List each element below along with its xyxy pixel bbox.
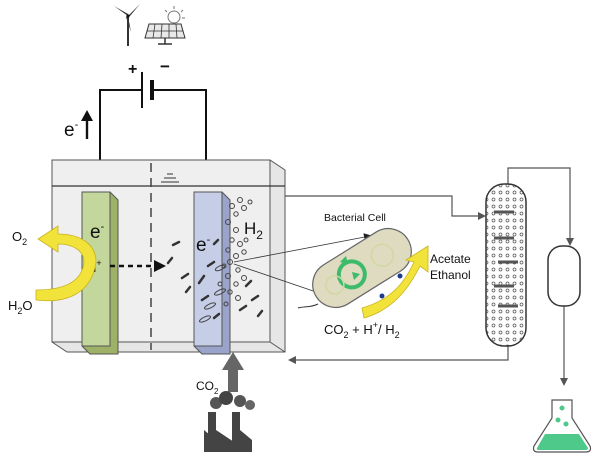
water-label: H2O: [8, 298, 33, 316]
proton-transfer-arrow: [110, 260, 166, 272]
distillation-column: [485, 183, 527, 347]
co2-label: CO2: [196, 379, 219, 396]
hydrogen-label: H2: [244, 219, 263, 242]
electron-flow-label: e-: [64, 119, 79, 141]
process-flow-lines: [285, 167, 574, 386]
negative-terminal: −: [160, 57, 170, 76]
factory-icon: [204, 391, 255, 452]
anode-electron-label: e-: [90, 221, 105, 243]
hydrogen-bubbles: [217, 197, 253, 307]
electron-flow-arrow: [81, 110, 93, 139]
zoom-lines: [233, 233, 372, 296]
co2-input-arrow: [222, 352, 244, 392]
oxygen-label: O2: [12, 229, 27, 247]
flask-icon: [532, 399, 592, 453]
ethanol-label: Ethanol: [430, 268, 471, 282]
water-oxidation-arrow: [35, 225, 97, 302]
power-circuit: [99, 72, 211, 198]
cathode-electron-label: e-: [196, 234, 211, 256]
reaction-label: CO2 + H+/ H2: [324, 320, 400, 340]
positive-terminal: +: [128, 61, 137, 78]
bacteria-particles: [166, 238, 264, 323]
wind-turbine-icon: [114, 4, 140, 46]
cathode-electrode: [193, 191, 231, 355]
solar-panel-icon: [144, 6, 186, 45]
condenser-vessel: [547, 245, 581, 307]
product-arrow: [361, 245, 429, 319]
acetate-label: Acetate: [430, 252, 471, 266]
bacterial-cell-label: Bacterial Cell: [324, 212, 386, 224]
bacterial-cell: [297, 227, 412, 309]
